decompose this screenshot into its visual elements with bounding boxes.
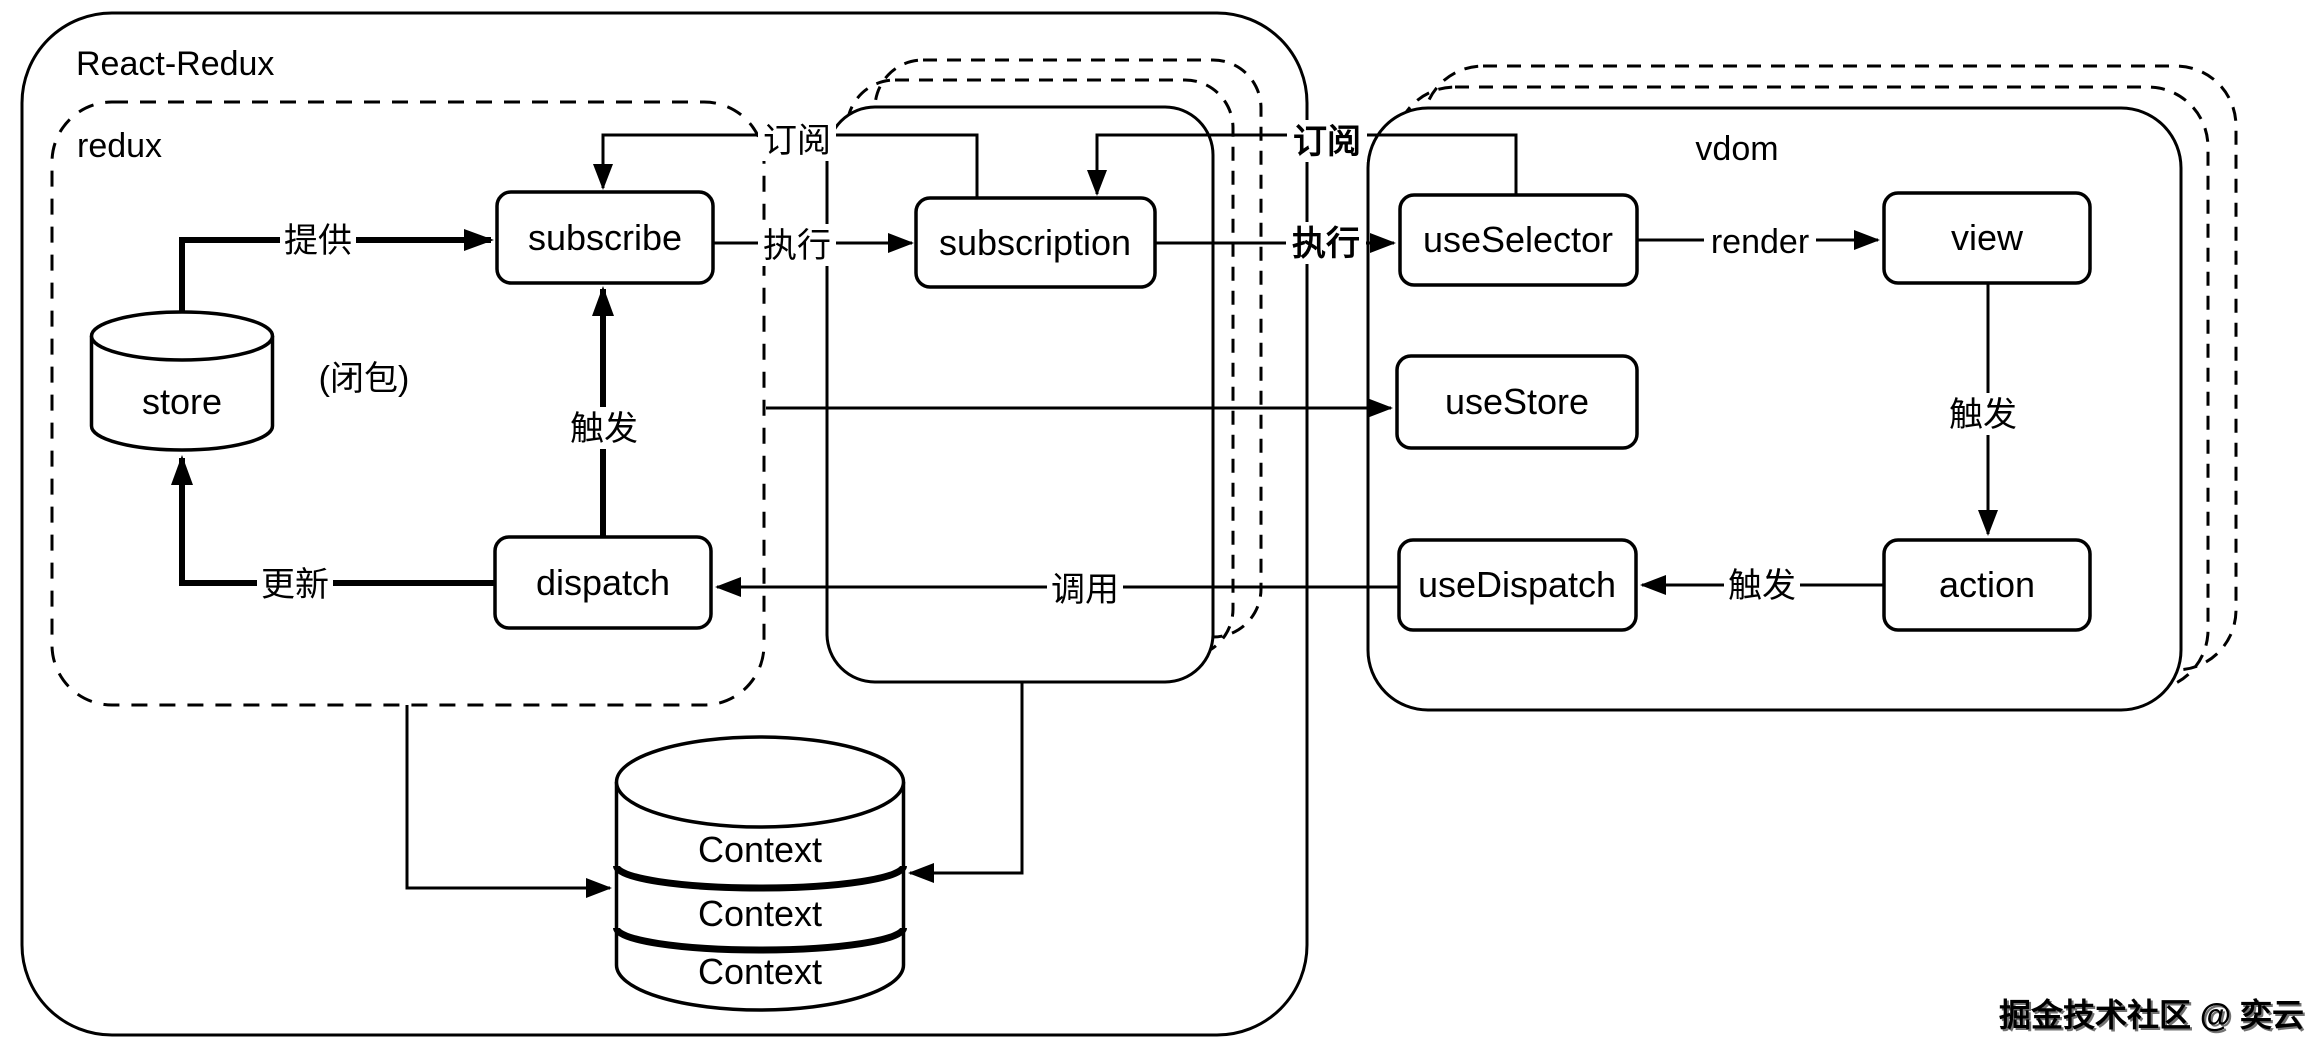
container-subscription [825,105,1215,684]
store-cylinder: store [89,310,275,452]
edge-label-bg [758,119,836,161]
node-use-store: useStore [1395,354,1639,450]
context-stack-divider-1 [613,865,907,892]
edge-label-bg [1724,564,1800,606]
note-closure: (闭包) [319,360,410,398]
edge-label-trigger-view-text: 触发 [1949,396,2017,434]
edge-label-execute-right: 执行 [1286,222,1366,264]
store-cylinder-top [89,310,275,362]
edge-label-render-text: render [1711,223,1809,261]
watermark: 掘金技术社区 @ 奕云 掘金技术社区 @ 奕云 [1999,997,2306,1035]
edge-label-bg [1945,393,2021,435]
edge-label-bg [280,219,356,261]
edge-label-execute-left-text: 执行 [763,227,831,265]
node-dispatch-label: dispatch [536,562,670,603]
edge-label-trigger-action-text: 触发 [1728,567,1796,605]
edge-label-subscribe-left-text: 订阅 [763,122,831,160]
node-action-label: action [1939,564,2035,605]
edge-label-provide: 提供 [280,219,356,261]
edge-label-bg [1286,222,1366,264]
context-stack: Context Context Context [613,735,907,1012]
node-use-selector-box [1398,193,1639,287]
edge-label-provide-text: 提供 [284,222,352,260]
node-view-label: view [1951,217,2024,258]
edge-label-bg [1047,568,1123,610]
context-stack-body [614,782,906,1012]
node-use-dispatch: useDispatch [1397,538,1638,632]
edge-label-trigger-subscribe: 触发 [566,407,642,449]
node-context-3-label: Context [698,951,822,992]
edge-label-update: 更新 [257,563,333,605]
node-context-1-label: Context [698,829,822,870]
node-subscribe: subscribe [495,190,715,285]
edge-label-subscribe-right: 订阅 [1287,120,1367,162]
container-redux-dashed [50,100,766,707]
node-store-label: store [142,381,222,422]
edge-label-invoke-text: 调用 [1051,571,1119,609]
node-use-store-box [1395,354,1639,450]
edge-provide [179,229,494,312]
edge-label-bg [257,563,333,605]
node-use-store-label: useStore [1445,381,1589,422]
node-subscribe-label: subscribe [528,217,682,258]
node-use-dispatch-box [1397,538,1638,632]
node-view: view [1882,191,2092,285]
node-use-selector-label: useSelector [1423,219,1613,260]
edge-label-bg [566,407,642,449]
edge-label-update-text: 更新 [261,566,329,604]
watermark-shadow: 掘金技术社区 @ 奕云 [2001,999,2306,1035]
node-use-selector: useSelector [1398,193,1639,287]
edge-label-execute-right-text: 执行 [1292,225,1360,263]
node-dispatch: dispatch [493,535,713,630]
edge-label-render: render [1704,221,1816,261]
container-react-redux [20,11,1309,1037]
edge-label-trigger-view: 触发 [1945,393,2021,435]
node-action-box [1882,538,2092,632]
label-redux: redux [77,127,162,165]
node-action: action [1882,538,2092,632]
watermark-text: 掘金技术社区 @ 奕云 [1999,997,2304,1033]
edge-subscription-to-context [908,682,1024,883]
edge-label-trigger-action: 触发 [1724,564,1800,606]
edge-label-trigger-subscribe-text: 触发 [570,410,638,448]
context-stack-top [614,735,906,829]
edge-label-subscribe-right-text: 订阅 [1293,123,1361,161]
label-vdom: vdom [1695,130,1778,168]
node-use-dispatch-label: useDispatch [1418,564,1616,605]
node-context-2-label: Context [698,893,822,934]
edge-label-bg [1287,120,1367,162]
edge-update [171,455,495,586]
edge-label-subscribe-left: 订阅 [758,119,836,161]
node-subscription: subscription [914,196,1157,289]
node-dispatch-box [493,535,713,630]
edge-redux-to-context [405,705,612,898]
edge-label-bg [1704,221,1816,261]
label-react-redux: React-Redux [76,45,274,83]
node-subscribe-box [495,190,715,285]
node-view-box [1882,191,2092,285]
node-subscription-label: subscription [939,222,1131,263]
edge-label-bg [758,224,836,266]
context-stack-divider-2 [613,927,907,954]
store-cylinder-body [89,336,275,452]
edge-label-invoke: 调用 [1047,568,1123,610]
edge-label-execute-left: 执行 [758,224,836,266]
node-subscription-box [914,196,1157,289]
